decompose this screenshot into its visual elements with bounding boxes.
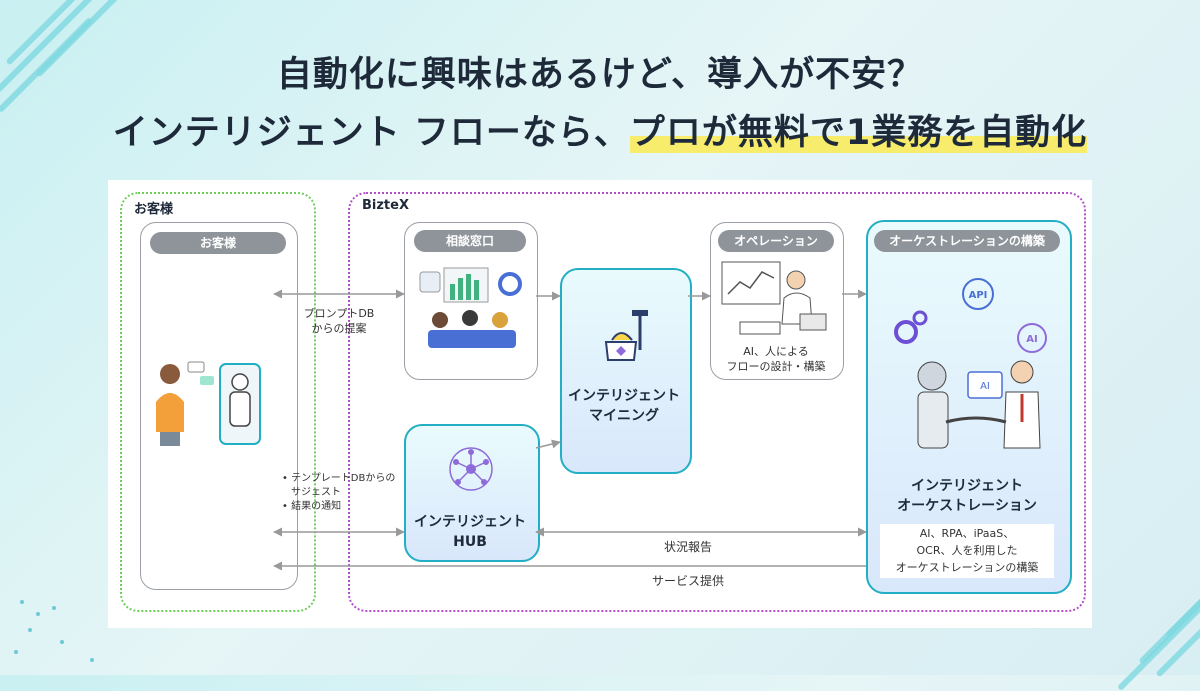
hub-box <box>404 424 540 562</box>
customer-group <box>120 192 316 612</box>
mining-pickaxe-icon <box>604 310 648 361</box>
orchestration-label-1: インテリジェント <box>911 478 1023 494</box>
operation-caption-2: フローの設計・構築 <box>726 360 826 373</box>
headline-line-2-prefix: インテリジェント フローなら、 <box>112 113 630 153</box>
hub-label-2: HUB <box>453 534 487 550</box>
service-label: サービス提供 <box>651 574 724 588</box>
biztex-group-label: BizteX <box>362 198 409 213</box>
template-item-2: • 結果の通知 <box>282 501 342 512</box>
mining-box <box>560 268 692 474</box>
template-list: • テンプレートDBからの サジェスト • 結果の通知 <box>282 472 402 514</box>
headline-line-2: インテリジェント フローなら、プロが無料で1業務を自動化 <box>0 104 1200 155</box>
hub-label-1: インテリジェント <box>414 514 526 530</box>
headline-highlight: プロが無料で1業務を自動化 <box>629 113 1088 153</box>
ai-icon-label: AI <box>1026 334 1037 345</box>
customer-group-label: お客様 <box>134 202 174 217</box>
orchestration-illustration: API AI AI <box>894 278 1047 449</box>
flow-arrows <box>273 289 867 571</box>
headline-line-1: 自動化に興味はあるけど、導入が不安？ <box>276 55 924 95</box>
orchestration-detail-3: オーケストレーションの構築 <box>895 561 1039 574</box>
operation-caption-1: AI、人による <box>743 345 809 358</box>
consult-label: 相談窓口 <box>414 230 526 252</box>
customer-robot-illustration <box>156 361 261 446</box>
operation-designer-illustration <box>721 261 827 335</box>
orchestration-build-label: オーケストレーションの構築 <box>874 230 1060 252</box>
mining-label-1: インテリジェント <box>568 388 680 404</box>
biztex-group <box>348 192 1086 612</box>
ai-chip-label: AI <box>980 381 990 392</box>
flow-diagram: お客様 BizteX お客様 相談窓口 インテリジェント マイニング オペレーシ… <box>108 180 1092 628</box>
consult-team-illustration <box>419 267 522 348</box>
hub-network-icon <box>449 447 493 491</box>
orchestration-label-2: オーケストレーション <box>897 498 1037 514</box>
status-report-label: 状況報告 <box>663 540 712 554</box>
prompt-db-label-2: からの提案 <box>311 322 367 335</box>
template-item-1: • テンプレートDBからの <box>282 473 396 484</box>
template-item-1-cont: サジェスト <box>291 487 341 498</box>
mining-label-2: マイニング <box>589 408 659 424</box>
orchestration-detail-box <box>880 524 1054 578</box>
prompt-db-label-1: プロンプトDB <box>303 307 375 320</box>
orchestration-detail-2: OCR、人を利用した <box>916 544 1018 557</box>
orchestration-detail-1: AI、RPA、iPaaS、 <box>919 527 1015 540</box>
customer-box-label: お客様 <box>150 232 286 254</box>
arrow-hub-mining <box>535 439 561 449</box>
api-icon-label: API <box>969 290 988 301</box>
operation-label: オペレーション <box>718 230 834 252</box>
